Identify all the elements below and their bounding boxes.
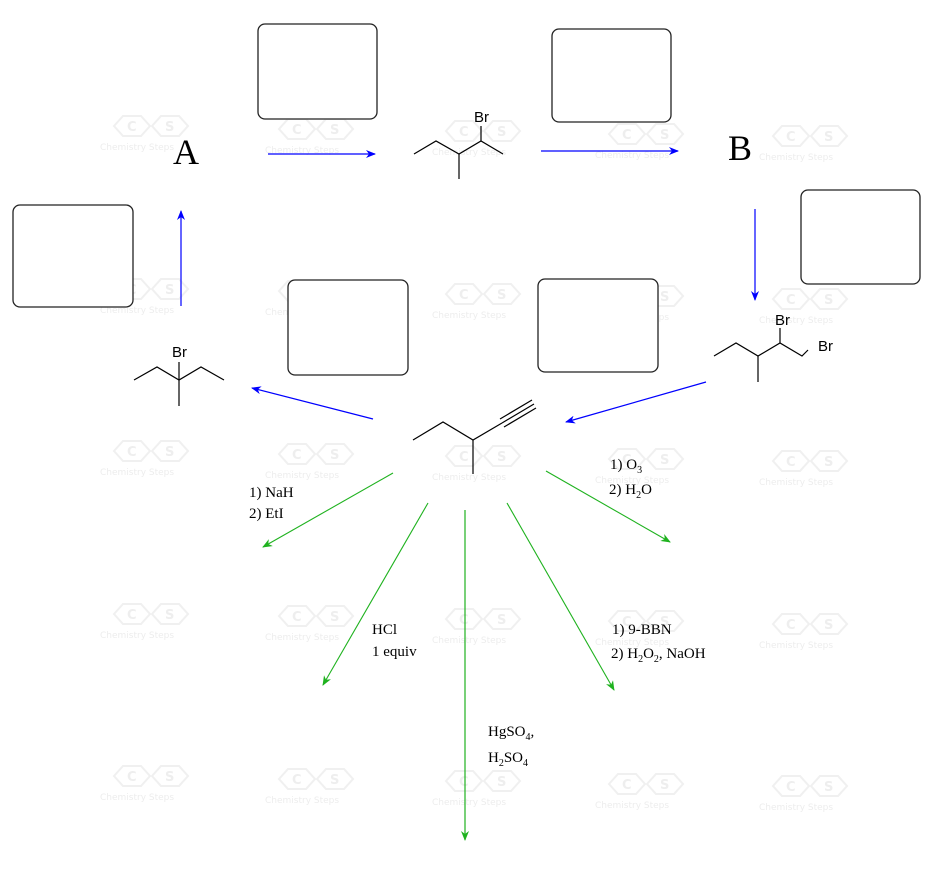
answer-box-left[interactable] [12,204,134,308]
svg-text:1) NaH: 1) NaH [249,485,294,501]
answer-box-center-right[interactable] [537,278,659,373]
label-B: B [728,128,752,168]
svg-text:2) H2O2, NaOH: 2) H2O2, NaOH [611,646,706,665]
svg-text:1 equiv: 1 equiv [372,644,417,660]
reagent-ozonolysis: 1) O3 2) H2O [609,457,652,501]
arrow-dibromide-to-alkyne [565,381,707,424]
answer-box-right[interactable] [800,189,921,285]
svg-text:Br: Br [474,109,489,126]
arrow-alkyne-to-tertiary-bromide [251,386,374,420]
answer-box-top-left[interactable] [257,23,378,120]
reagent-9bbn: 1) 9-BBN 2) H2O2, NaOH [611,622,706,665]
molecule-center-alkyne [412,399,537,474]
reagent-hgso4: HgSO4, H2SO4 [488,724,534,769]
svg-text:Br: Br [818,338,833,355]
reagent-hcl: HCl 1 equiv [372,622,417,660]
arrow-9bbn [506,502,615,691]
svg-text:Br: Br [172,344,187,361]
reagent-nah-eti: 1) NaH 2) EtI [249,485,294,522]
answer-box-top-right[interactable] [551,28,672,123]
svg-text:HCl: HCl [372,622,397,638]
arrow-nah-eti [262,472,394,548]
svg-text:1) 9-BBN: 1) 9-BBN [612,622,672,638]
answer-box-center-left[interactable] [287,279,409,376]
svg-text:Br: Br [775,312,790,329]
svg-text:2) EtI: 2) EtI [249,506,284,522]
arrow-ozonolysis [545,470,671,543]
svg-text:HgSO4,: HgSO4, [488,724,534,743]
molecule-tertiary-bromide: Br [133,344,225,406]
svg-text:1) O3: 1) O3 [610,457,642,476]
svg-text:2) H2O: 2) H2O [609,482,652,501]
arrow-hcl [322,502,429,686]
molecule-top-bromide: Br [413,109,504,179]
label-A: A [173,132,199,172]
svg-text:H2SO4: H2SO4 [488,750,528,769]
molecule-dibromide: Br Br [713,312,833,382]
